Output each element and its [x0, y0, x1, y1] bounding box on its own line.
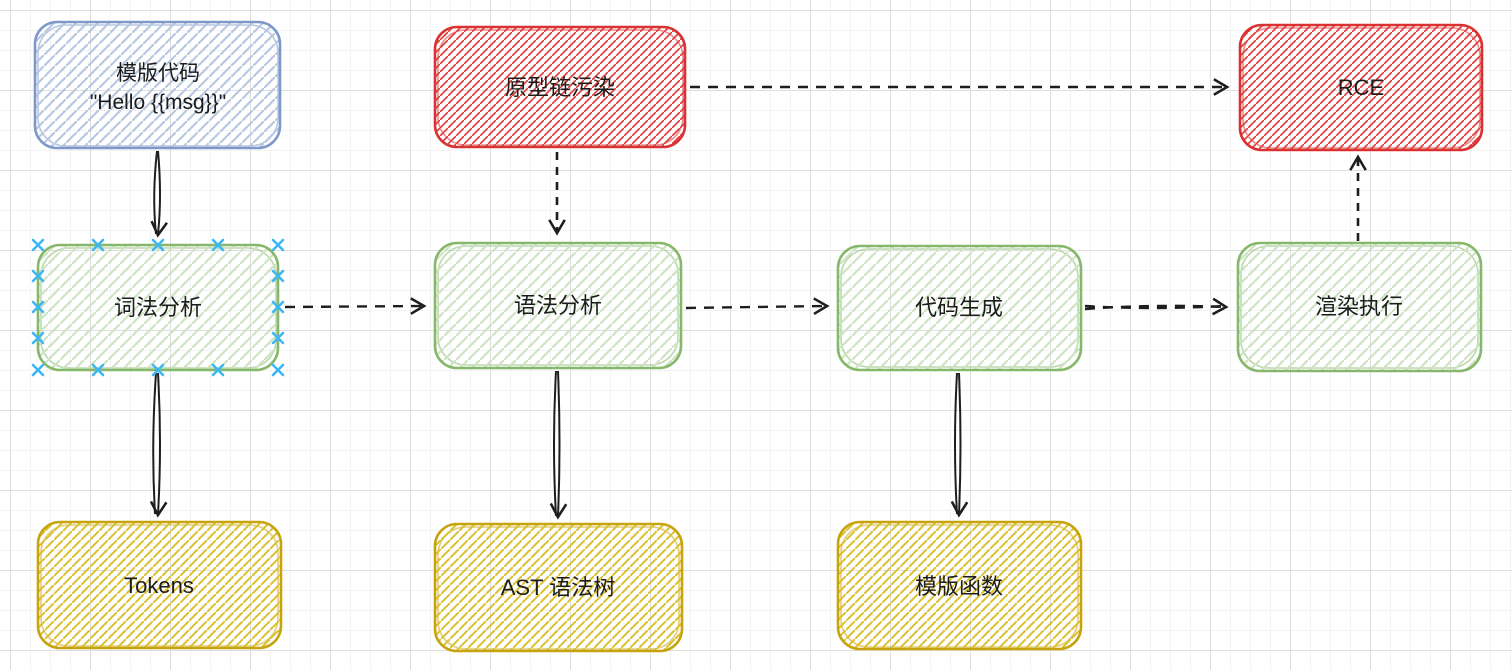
- node-template-function-box: [836, 520, 1083, 651]
- edge-template-code-to-lexical-analysis[interactable]: [150, 150, 168, 238]
- node-render-execution[interactable]: 渲染执行: [1236, 241, 1483, 373]
- node-ast-tree[interactable]: AST 语法树: [433, 522, 684, 653]
- node-render-execution-label: 渲染执行: [1315, 294, 1403, 319]
- node-rce[interactable]: RCE: [1238, 23, 1484, 152]
- node-template-code-box: [33, 20, 282, 150]
- edge-syntax-analysis-to-code-generation[interactable]: [685, 297, 830, 315]
- node-template-function-label: 模版函数: [915, 574, 1003, 599]
- edge-lexical-analysis-to-syntax-analysis[interactable]: [284, 297, 427, 315]
- edge-code-generation-to-render-execution[interactable]: [1084, 297, 1229, 316]
- node-template-function[interactable]: 模版函数: [836, 520, 1083, 651]
- node-tokens-label: Tokens: [124, 573, 194, 598]
- node-syntax-analysis[interactable]: 语法分析: [433, 241, 683, 370]
- node-syntax-analysis-box: [433, 241, 683, 370]
- node-prototype-pollution-box: [433, 25, 687, 149]
- node-tokens-box: [36, 520, 283, 650]
- node-code-generation[interactable]: 代码生成: [836, 244, 1083, 372]
- node-template-code-label-line2: "Hello {{msg}}": [90, 91, 226, 114]
- edge-syntax-analysis-to-ast-tree[interactable]: [549, 370, 568, 520]
- node-syntax-analysis-label: 语法分析: [514, 293, 602, 318]
- node-lexical-analysis[interactable]: 词法分析: [36, 243, 280, 372]
- node-template-code[interactable]: 模版代码 "Hello {{msg}}": [33, 20, 282, 150]
- node-code-generation-label: 代码生成: [915, 295, 1003, 320]
- node-prototype-pollution-label: 原型链污染: [505, 75, 615, 100]
- node-code-generation-box: [836, 244, 1083, 372]
- edge-code-generation-to-template-function[interactable]: [950, 372, 969, 518]
- node-ast-tree-box: [433, 522, 684, 653]
- node-rce-box: [1238, 23, 1484, 152]
- node-lexical-analysis-label: 词法分析: [114, 295, 202, 320]
- node-render-execution-box: [1236, 241, 1483, 373]
- node-tokens[interactable]: Tokens: [36, 520, 283, 650]
- node-template-code-label-line1: 模版代码: [116, 62, 200, 85]
- node-prototype-pollution[interactable]: 原型链污染: [433, 25, 687, 149]
- node-rce-label: RCE: [1338, 75, 1384, 100]
- edge-lexical-analysis-to-tokens[interactable]: [149, 372, 168, 518]
- node-ast-tree-label: AST 语法树: [501, 575, 616, 600]
